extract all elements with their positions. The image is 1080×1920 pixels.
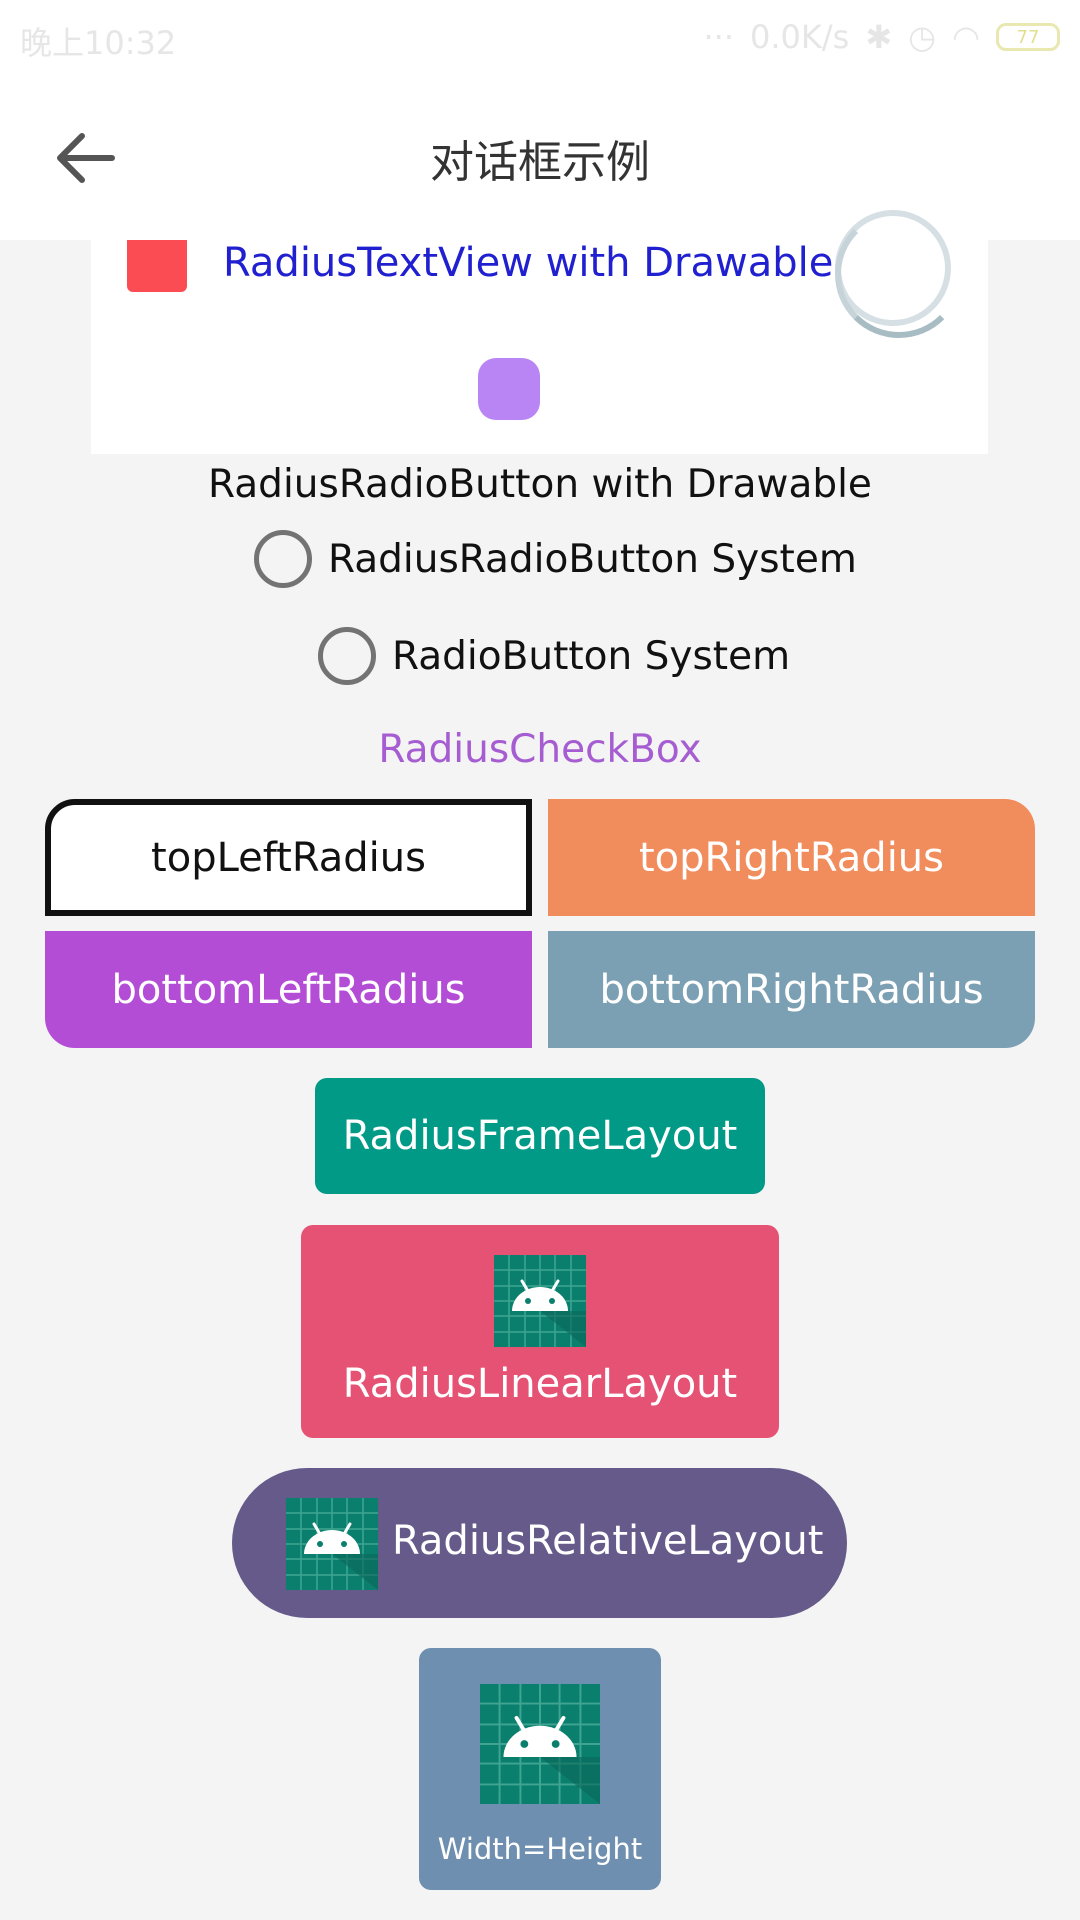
- radio-drawable-label[interactable]: RadiusRadioButton with Drawable: [208, 462, 872, 507]
- radio-system[interactable]: RadioButton System: [318, 627, 790, 685]
- loading-spinner-icon: [835, 210, 963, 338]
- signal-dots-icon: ···: [703, 18, 735, 56]
- radius-textview-drawable[interactable]: RadiusTextView with Drawable: [223, 240, 834, 286]
- bluetooth-icon: ✱: [865, 18, 893, 56]
- relative-layout-label: RadiusRelativeLayout: [392, 1518, 824, 1564]
- drawable-card: RadiusTextView with Drawable: [91, 210, 988, 454]
- top-left-radius-button[interactable]: topLeftRadius: [45, 799, 532, 916]
- android-launcher-icon: [480, 1684, 600, 1804]
- status-time: 晚上10:32: [20, 24, 177, 62]
- square-layout-label: Width=Height: [437, 1832, 643, 1866]
- android-launcher-icon: [286, 1498, 378, 1590]
- purple-radius-view[interactable]: [478, 358, 540, 420]
- battery-icon: 77: [996, 23, 1060, 51]
- radius-radio-system[interactable]: RadiusRadioButton System: [254, 530, 857, 588]
- bottom-left-radius-button[interactable]: bottomLeftRadius: [45, 931, 532, 1048]
- network-speed: 0.0K/s: [750, 18, 850, 56]
- wifi-icon: ◠: [952, 18, 980, 56]
- toolbar: 对话框示例: [0, 76, 1080, 240]
- status-icons: ··· 0.0K/s ✱ ◷ ◠ 77: [703, 18, 1060, 56]
- frame-layout-label: RadiusFrameLayout: [342, 1113, 738, 1159]
- status-bar: 晚上10:32 ··· 0.0K/s ✱ ◷ ◠ 77: [0, 0, 1080, 76]
- radius-frame-layout[interactable]: RadiusFrameLayout: [315, 1078, 765, 1194]
- android-launcher-icon: [494, 1255, 586, 1347]
- bottom-right-radius-button[interactable]: bottomRightRadius: [548, 931, 1035, 1048]
- radio-circle-icon: [318, 627, 376, 685]
- back-button[interactable]: [50, 128, 120, 188]
- linear-layout-label: RadiusLinearLayout: [342, 1361, 738, 1407]
- radio-system-label: RadioButton System: [392, 633, 791, 679]
- arrow-left-icon: [57, 133, 115, 183]
- page-title: 对话框示例: [430, 137, 650, 188]
- radius-checkbox[interactable]: RadiusCheckBox: [378, 727, 702, 772]
- radius-relative-layout[interactable]: RadiusRelativeLayout: [232, 1468, 847, 1618]
- top-right-radius-button[interactable]: topRightRadius: [548, 799, 1035, 916]
- alarm-icon: ◷: [908, 18, 937, 56]
- battery-level: 77: [1016, 26, 1040, 48]
- red-drawable-square: [127, 240, 187, 292]
- width-equals-height-layout[interactable]: Width=Height: [419, 1648, 661, 1890]
- radius-radio-system-label: RadiusRadioButton System: [328, 536, 857, 582]
- radius-linear-layout[interactable]: RadiusLinearLayout: [301, 1225, 779, 1438]
- radio-circle-icon: [254, 530, 312, 588]
